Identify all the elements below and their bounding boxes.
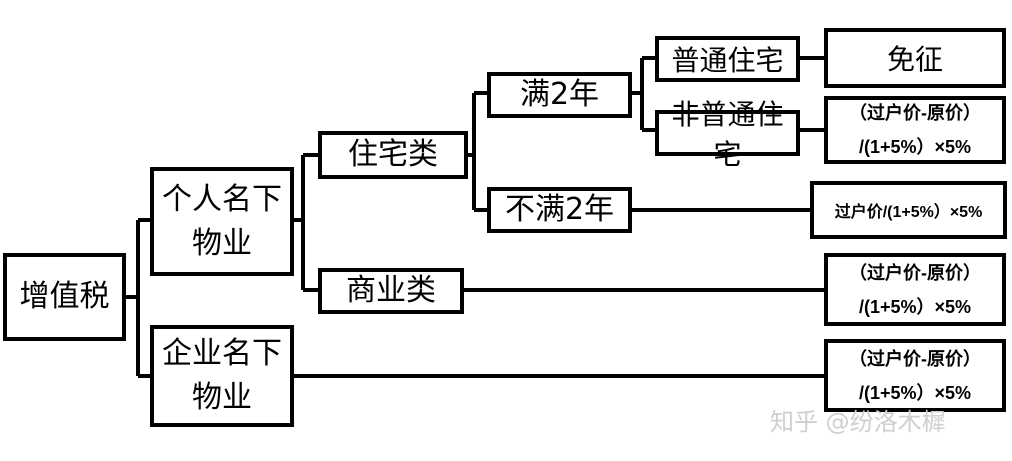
ordinary-housing-label: 普通住宅: [671, 44, 784, 77]
formula-enterprise-line1: （过户价-原价）: [849, 348, 981, 369]
personal-label-line1: 个人名下: [162, 181, 282, 217]
personal-property-node: 个人名下 物业: [150, 167, 294, 276]
watermark: 知乎 @纷洛木樨: [770, 408, 946, 436]
non-ordinary-housing-node: 非普通住宅: [655, 98, 800, 171]
formula-total-label: 过户价/(1+5%）×5%: [834, 204, 983, 221]
residential-label: 住宅类: [348, 137, 438, 172]
root-node: 增值税: [3, 253, 126, 341]
root-label: 增值税: [19, 279, 110, 314]
enterprise-label-line2: 物业: [192, 380, 252, 415]
residential-node: 住宅类: [318, 131, 468, 179]
formula-commercial-line2: /(1+5%）×5%: [858, 296, 972, 317]
exempt-node: 免征: [824, 28, 1006, 88]
not-full-two-years-node: 不满2年: [487, 187, 632, 233]
commercial-node: 商业类: [318, 268, 464, 314]
formula-commercial-node: （过户价-原价） /(1+5%）×5%: [824, 253, 1006, 326]
full-two-years-node: 满2年: [487, 72, 632, 118]
not-full-two-years-label: 不满2年: [504, 192, 615, 227]
enterprise-property-node: 企业名下 物业: [150, 325, 294, 427]
non-ordinary-housing-label: 非普通住宅: [671, 98, 784, 171]
personal-label-line2: 物业: [192, 225, 252, 261]
formula-diff-line2: /(1+5%）×5%: [858, 137, 972, 157]
commercial-label: 商业类: [346, 273, 436, 308]
formula-enterprise-line2: /(1+5%）×5%: [858, 382, 972, 403]
full-two-years-label: 满2年: [519, 77, 600, 112]
enterprise-label-line1: 企业名下: [162, 336, 282, 371]
formula-diff-line1: （过户价-原价）: [849, 103, 981, 123]
ordinary-housing-node: 普通住宅: [655, 36, 800, 82]
formula-diff-node: （过户价-原价） /(1+5%）×5%: [824, 96, 1006, 164]
formula-commercial-line1: （过户价-原价）: [849, 262, 981, 283]
formula-total-node: 过户价/(1+5%）×5%: [810, 181, 1007, 239]
exempt-label: 免征: [886, 43, 943, 76]
formula-enterprise-node: （过户价-原价） /(1+5%）×5%: [824, 339, 1006, 412]
